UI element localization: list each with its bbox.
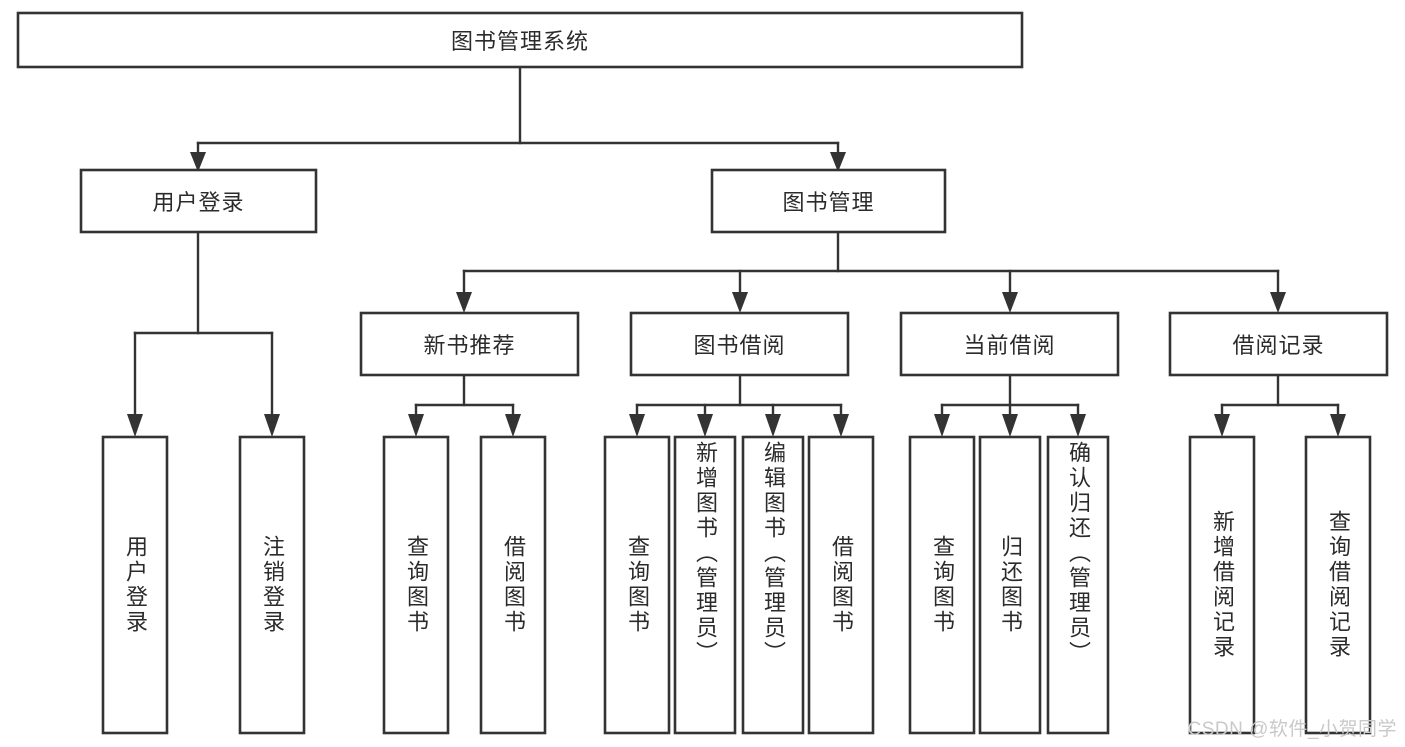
arrowhead-borrow-record (1270, 292, 1286, 313)
arrowhead-book-borrow (732, 292, 748, 313)
arrowhead-leaf-add-record (1214, 414, 1230, 437)
arrowhead-leaf-edit-book (765, 414, 781, 437)
node-borrow-record[interactable] (1168, 311, 1389, 377)
node-root[interactable] (16, 11, 1024, 69)
arrowhead-leaf-add-book (697, 414, 713, 437)
arrowhead-leaf-query-book-3 (934, 414, 950, 437)
arrowhead-leaf-query-book-1 (408, 414, 424, 437)
arrowhead-leaf-query-record (1330, 414, 1346, 437)
arrowhead-leaf-return-book (1002, 414, 1018, 437)
arrowhead-leaf-user-login (127, 414, 143, 437)
node-current-borrow[interactable] (899, 311, 1120, 377)
node-book-manage[interactable] (710, 168, 947, 234)
node-leaf-return-book[interactable] (978, 435, 1042, 735)
node-leaf-query-book-2[interactable] (603, 435, 671, 735)
node-leaf-add-book[interactable] (673, 435, 737, 735)
arrowhead-leaf-query-book-2 (629, 414, 645, 437)
arrowhead-user-login (190, 152, 206, 172)
node-leaf-query-book-3[interactable] (908, 435, 976, 735)
node-leaf-query-book-1[interactable] (382, 435, 450, 735)
arrowhead-current-borrow (1002, 292, 1018, 313)
arrowhead-book-manage (830, 152, 846, 172)
arrowhead-leaf-user-logout (264, 414, 280, 437)
node-user-login[interactable] (79, 168, 318, 234)
csdn-watermark: CSDN @软件_小贺同学 (1187, 719, 1397, 740)
node-leaf-edit-book[interactable] (741, 435, 805, 735)
arrowhead-new-book-rec (456, 292, 472, 313)
node-leaf-user-login[interactable] (101, 435, 169, 735)
node-new-book-rec[interactable] (359, 311, 580, 377)
node-leaf-confirm-return[interactable] (1046, 435, 1110, 735)
node-leaf-borrow-book-1[interactable] (479, 435, 547, 735)
connector-layer (127, 65, 1346, 437)
node-book-borrow[interactable] (629, 311, 850, 377)
arrowhead-leaf-borrow-book-1 (505, 414, 521, 437)
node-leaf-add-record[interactable] (1188, 435, 1256, 735)
arrowhead-leaf-borrow-book-2 (833, 414, 849, 437)
node-leaf-borrow-book-2[interactable] (807, 435, 875, 735)
node-box-layer (16, 11, 1389, 735)
node-leaf-user-logout[interactable] (238, 435, 306, 735)
arrowhead-leaf-confirm-return (1070, 414, 1086, 437)
node-leaf-query-record[interactable] (1304, 435, 1372, 735)
